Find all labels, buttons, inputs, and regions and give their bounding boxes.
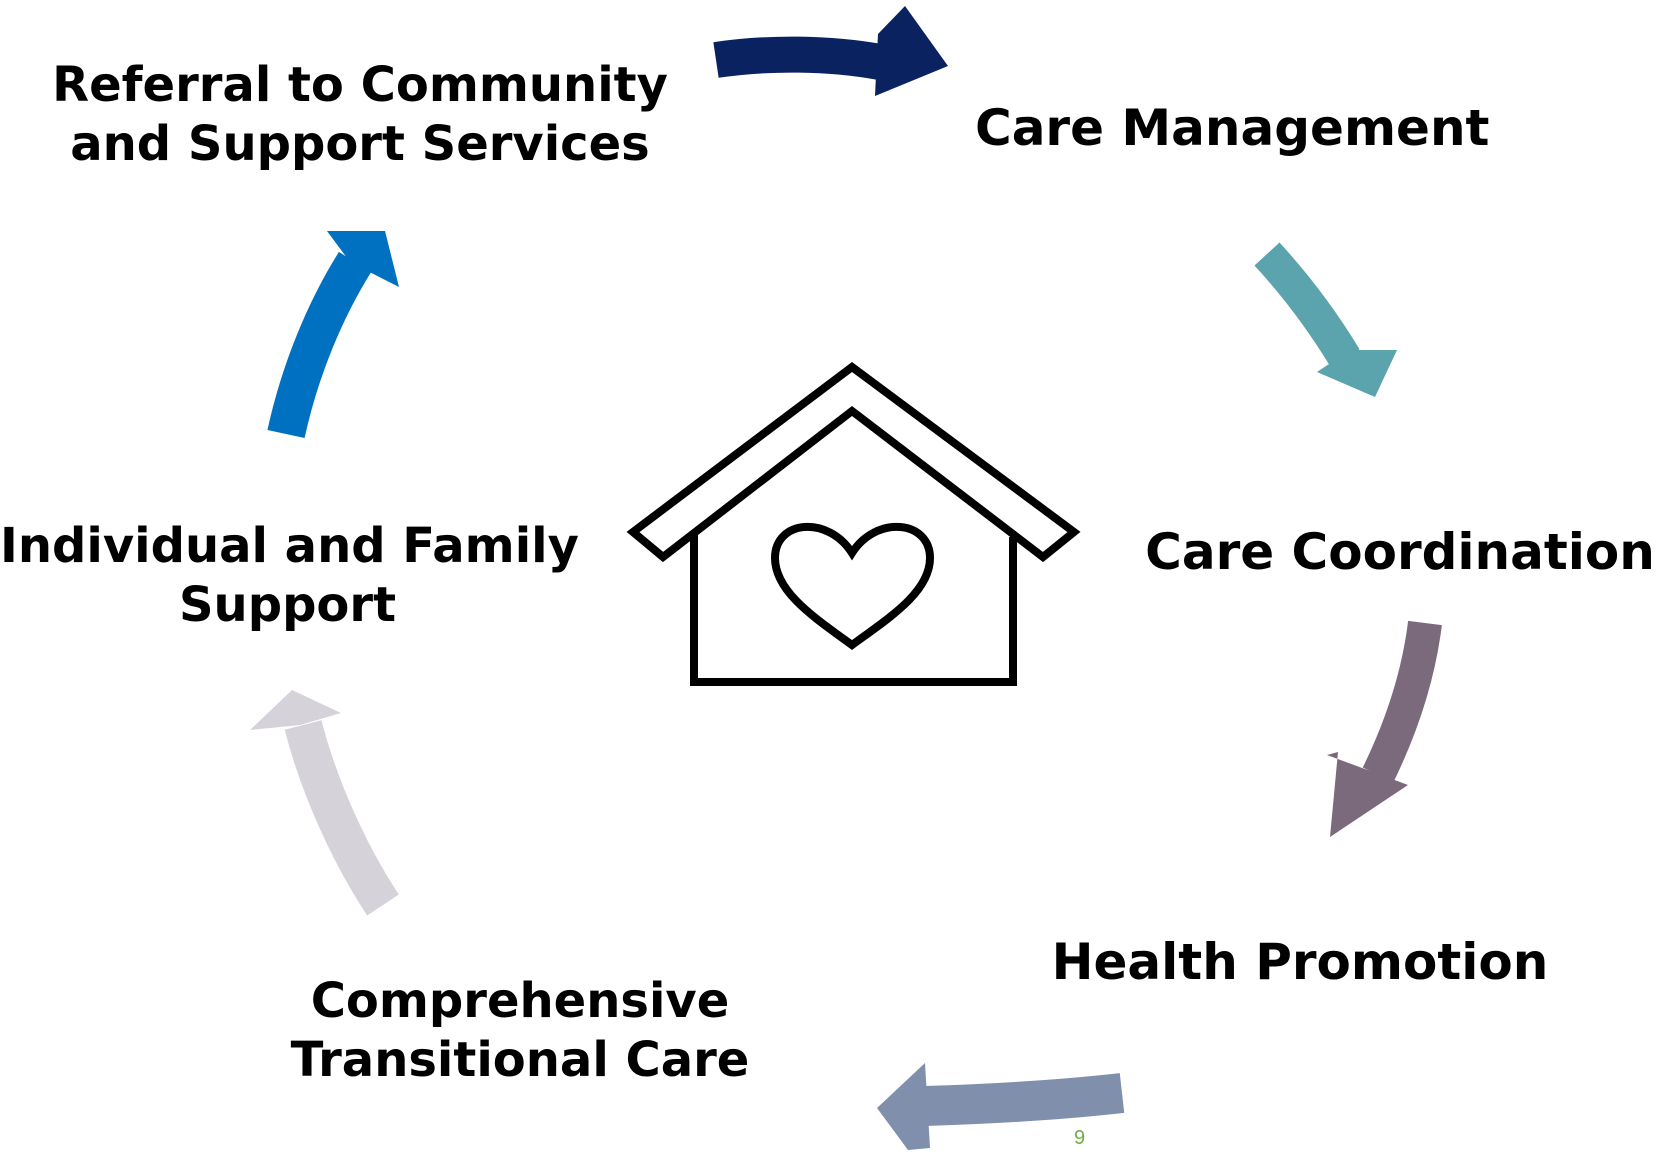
arrow-individual-to-referral xyxy=(267,231,399,439)
arrow-care-management-to-care-coordination xyxy=(1254,242,1397,397)
page-number: 9 xyxy=(1074,1127,1086,1149)
node-care-management-label: Care Management xyxy=(975,99,1490,157)
node-care-coordination-label: Care Coordination xyxy=(1145,523,1655,581)
arrow-referral-to-care-management xyxy=(713,6,948,96)
node-health-promotion-label: Health Promotion xyxy=(1051,933,1549,991)
node-referral-label: Referral to Community and Support Servic… xyxy=(52,57,668,172)
node-individual-label: Individual and Family Support xyxy=(0,518,579,633)
arrow-care-coordination-to-health-promotion xyxy=(1327,620,1442,837)
house-heart-icon xyxy=(626,362,1081,686)
node-comprehensive-label: Comprehensive Transitional Care xyxy=(290,973,750,1088)
arrow-health-promotion-to-comprehensive xyxy=(877,1063,1125,1150)
arrow-comprehensive-to-individual xyxy=(250,690,399,916)
